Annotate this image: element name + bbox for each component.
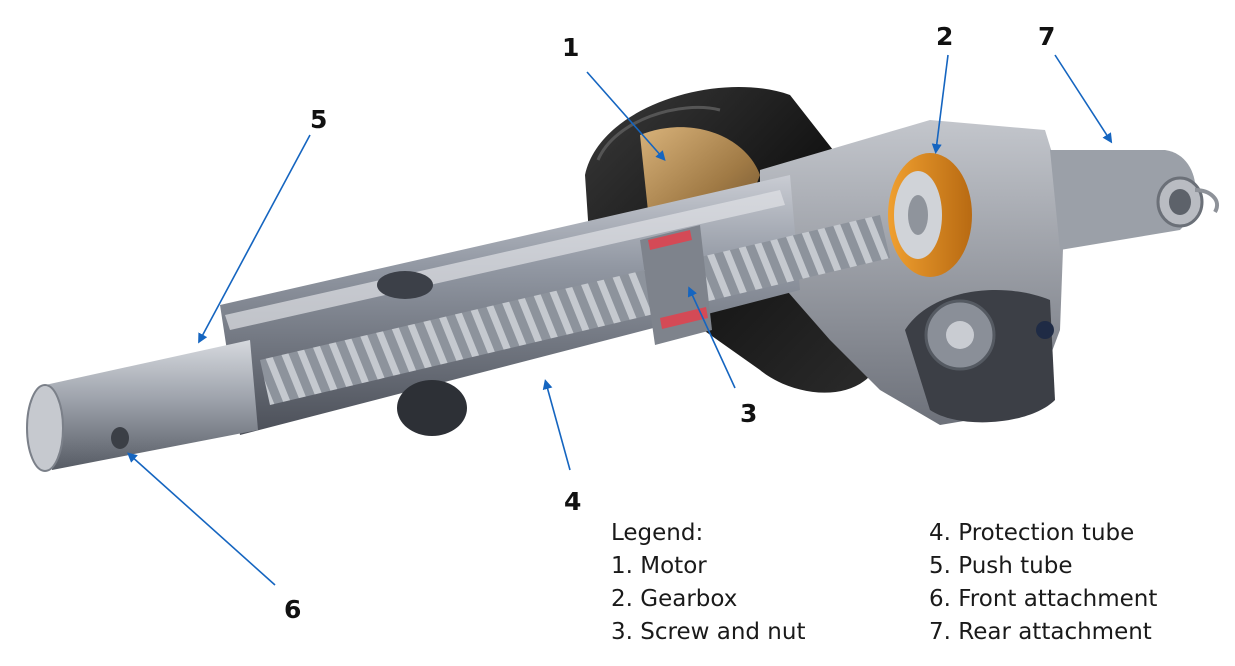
callout-4: 4 <box>564 487 581 516</box>
legend-right-column: 4. Protection tube 5. Push tube 6. Front… <box>929 517 1157 649</box>
callout-2: 2 <box>936 22 953 51</box>
arrow-1 <box>586 71 666 161</box>
nut-part <box>640 225 712 345</box>
arrow-3 <box>687 286 736 389</box>
gearbox-gear <box>888 153 972 277</box>
front-attachment-hole <box>111 427 129 449</box>
legend-left-column: Legend: 1. Motor 2. Gearbox 3. Screw and… <box>611 517 805 649</box>
callout-arrows <box>127 54 1113 586</box>
callout-5: 5 <box>310 105 327 134</box>
arrow-5 <box>198 134 311 344</box>
rear-attachment-part <box>1050 150 1219 250</box>
callout-7: 7 <box>1038 22 1055 51</box>
legend-item-protection-tube: 4. Protection tube <box>929 520 1135 546</box>
push-tube-part <box>26 340 258 472</box>
gearbox-housing <box>760 120 1065 425</box>
callout-6: 6 <box>284 595 301 624</box>
legend-item-gearbox: 2. Gearbox <box>611 586 738 612</box>
arrow-4 <box>542 379 571 471</box>
legend-item-rear-attachment: 7. Rear attachment <box>929 619 1152 645</box>
legend-item-push-tube: 5. Push tube <box>929 553 1073 579</box>
legend-item-motor: 1. Motor <box>611 553 707 579</box>
screw-part <box>260 215 890 405</box>
arrow-7 <box>1054 54 1113 144</box>
legend-item-screw-and-nut: 3. Screw and nut <box>611 619 806 645</box>
callout-numbers: 1 2 7 5 3 4 6 <box>284 22 1055 624</box>
callout-3: 3 <box>740 399 757 428</box>
legend-title: Legend: <box>611 520 704 546</box>
legend-item-front-attachment: 6. Front attachment <box>929 586 1158 612</box>
arrow-6 <box>127 452 276 586</box>
callout-1: 1 <box>562 33 579 62</box>
arrow-2 <box>931 54 949 154</box>
